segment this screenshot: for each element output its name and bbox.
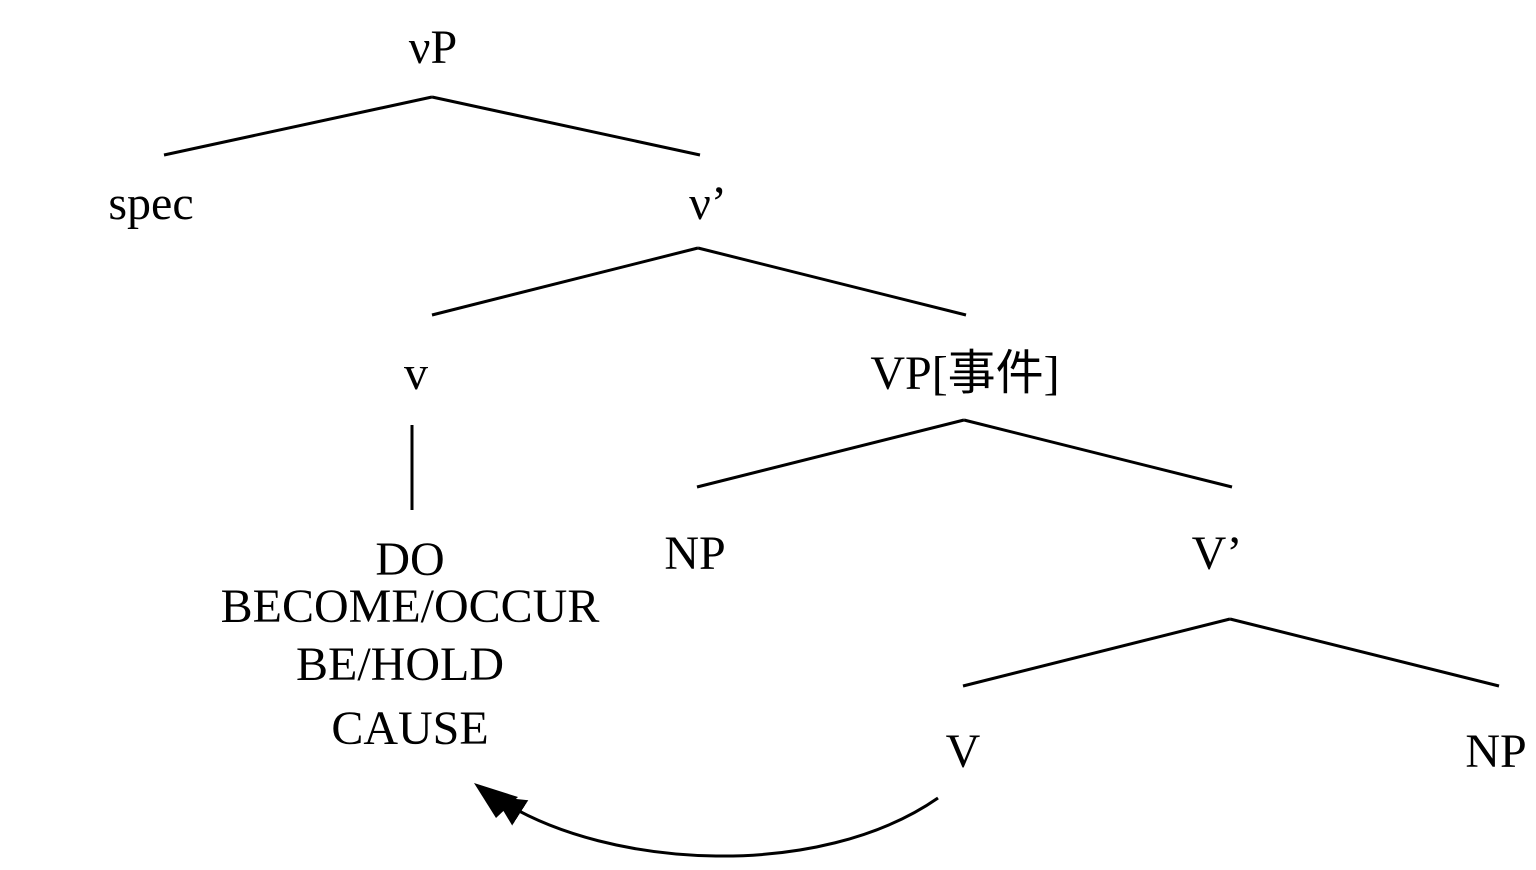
edge-vbar-v bbox=[431, 246, 699, 317]
movement-arrow bbox=[494, 796, 939, 858]
node-VP: VP[事件] bbox=[870, 347, 1060, 400]
edge-vP-spec bbox=[163, 95, 433, 157]
primitive-be-hold: BE/HOLD bbox=[296, 638, 504, 691]
edge-VP-Vbar bbox=[963, 418, 1233, 489]
node-NP-object: NP bbox=[1465, 725, 1527, 778]
edge-vbar-VP bbox=[697, 246, 967, 317]
edge-Vbar-NP bbox=[1229, 617, 1500, 688]
primitive-cause: CAUSE bbox=[331, 702, 489, 755]
node-vP: νP bbox=[408, 21, 458, 74]
edge-vP-vbar bbox=[431, 95, 701, 157]
node-V: V bbox=[945, 725, 981, 778]
node-spec: spec bbox=[108, 177, 194, 230]
edge-VP-NP bbox=[696, 418, 965, 489]
primitive-do: DO bbox=[375, 533, 445, 586]
node-v-bar: ν’ bbox=[689, 177, 727, 230]
edge-Vbar-V bbox=[962, 617, 1231, 688]
node-V-bar: V’ bbox=[1191, 527, 1243, 580]
movement-arrowhead bbox=[474, 783, 518, 818]
node-v-head: v bbox=[404, 347, 428, 400]
primitive-list: DO BECOME/OCCUR BE/HOLD CAUSE bbox=[221, 536, 600, 753]
node-NP-subject: NP bbox=[664, 527, 726, 580]
primitive-become-occur: BECOME/OCCUR bbox=[220, 580, 600, 633]
